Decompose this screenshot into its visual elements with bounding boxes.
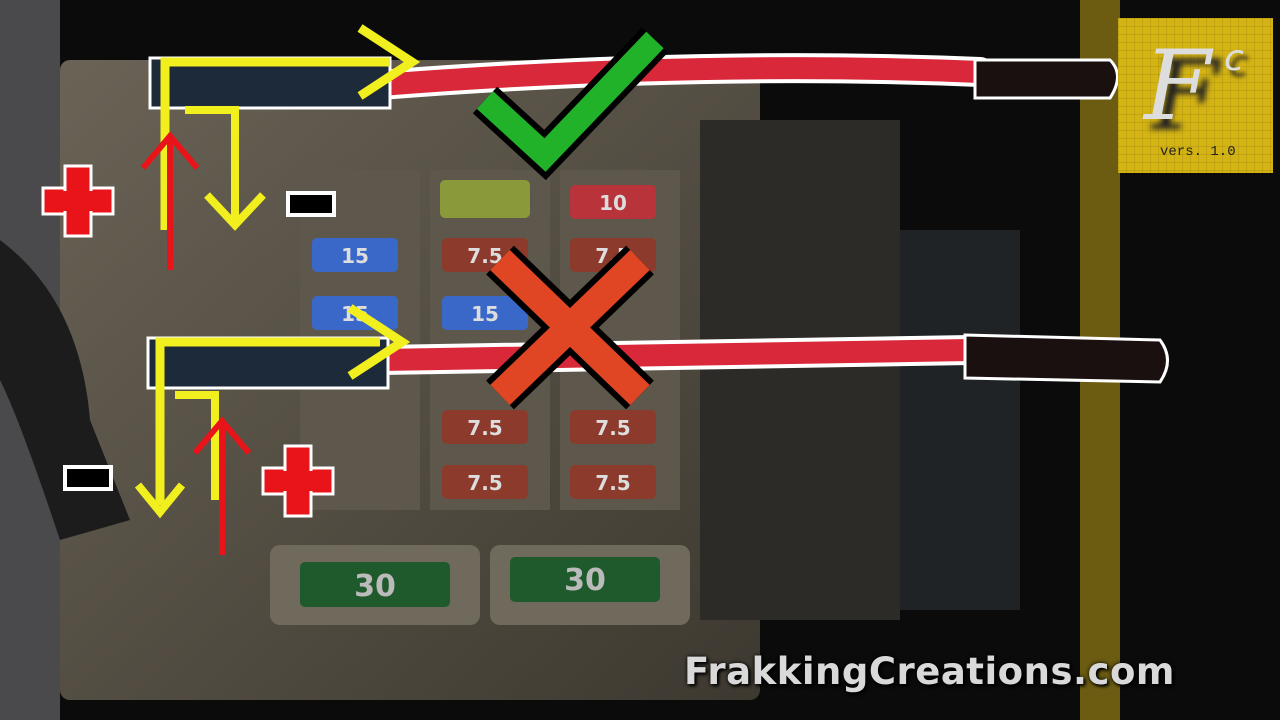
top-fuse-tap-diagram [41, 24, 1119, 270]
fuse [442, 410, 528, 444]
x-mark-icon [486, 245, 654, 410]
arrow-down-icon [134, 482, 186, 519]
plus-sign [261, 444, 335, 518]
bottom-fuse-tap-diagram [63, 245, 1169, 555]
logo-version: vers. 1.0 [1160, 144, 1236, 160]
checkmark-icon [472, 27, 669, 181]
fuse-label: 7.5 [595, 416, 630, 440]
large-fuse-label: 30 [564, 563, 606, 598]
wire-terminal [973, 58, 1119, 100]
watermark: FrakkingCreations.com [684, 650, 1175, 693]
fuse-label: 7.5 [467, 471, 502, 495]
wire-bundle [900, 230, 1020, 610]
arrow-up-icon [192, 416, 252, 455]
fuse [442, 296, 528, 330]
minus-sign [286, 191, 336, 217]
fuse-label: 7.5 [467, 416, 502, 440]
frakking-creations-logo: F c vers. 1.0 [1118, 18, 1273, 173]
logo-letter: F [1144, 30, 1211, 142]
arrow-down-icon [204, 192, 266, 231]
arrow-right-icon [357, 24, 421, 100]
fuse-label: 15 [341, 244, 369, 268]
wire-terminal [963, 333, 1169, 384]
plus-sign [41, 164, 115, 238]
arrow-up-icon [140, 131, 200, 170]
arrow-right-icon [347, 304, 411, 380]
fuse-label: 7.5 [595, 471, 630, 495]
fuse [570, 185, 656, 219]
relay-block [700, 120, 900, 620]
large-fuses: 30 30 [270, 545, 690, 625]
logo-superscript: c [1224, 38, 1244, 79]
minus-sign [63, 465, 113, 491]
fuse-label: 15 [471, 302, 499, 326]
fuse [312, 238, 398, 272]
fuse [570, 410, 656, 444]
large-fuse-label: 30 [354, 569, 396, 604]
fuse [570, 465, 656, 499]
fuse-label: 10 [599, 191, 627, 215]
fuse [442, 465, 528, 499]
